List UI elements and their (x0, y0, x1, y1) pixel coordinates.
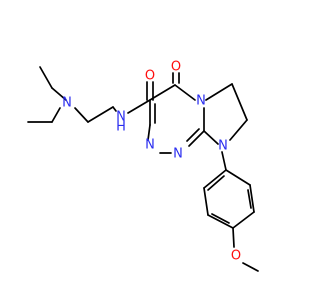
bond (149, 84, 176, 101)
bond (51, 87, 67, 101)
bond (74, 107, 89, 123)
bond (242, 262, 259, 272)
bond-layer (27, 66, 259, 272)
amine-nitrogen: N (62, 96, 72, 111)
molecule-structure: N N H O O N N N N O (27, 60, 259, 272)
ring-nitrogen-aryl: N (218, 139, 228, 154)
ketone-oxygen: O (171, 60, 181, 75)
bond (188, 130, 205, 147)
bond (51, 107, 61, 123)
amide-oxygen: O (145, 69, 155, 84)
bond (211, 213, 230, 224)
atom-label: N (218, 139, 228, 154)
atom-label: N (145, 138, 155, 153)
ring-nitrogen-b: N (145, 138, 155, 153)
bond (147, 124, 151, 141)
bond (229, 119, 248, 141)
bond (221, 151, 227, 171)
atom-label: N (196, 94, 206, 109)
atom-label: H (116, 120, 126, 135)
bond (174, 84, 196, 101)
bond (203, 130, 219, 145)
bond (112, 106, 117, 112)
atom-label-layer: N N H O O N N N N O (62, 60, 241, 264)
amide-nitrogen: N H (116, 110, 126, 135)
bond (205, 83, 233, 101)
atom-label: O (231, 249, 241, 264)
atom-label: N (62, 96, 72, 111)
atom-label: O (145, 69, 155, 84)
bond (203, 169, 227, 189)
atom-label: N (173, 147, 183, 162)
bond (203, 187, 209, 216)
atom-label: O (171, 60, 181, 75)
atom-label: N (116, 110, 126, 125)
bond (232, 211, 255, 229)
ring-nitrogen-top: N (196, 94, 206, 109)
bond (127, 99, 151, 114)
bond (39, 66, 53, 89)
bond (247, 189, 252, 209)
bond (249, 184, 255, 213)
bond (87, 106, 114, 123)
bond (225, 169, 251, 186)
bond (207, 214, 234, 229)
bond (207, 175, 225, 191)
bond (186, 128, 200, 142)
ring-nitrogen-a: N (173, 147, 183, 162)
ether-oxygen: O (231, 249, 241, 264)
bond (232, 227, 235, 248)
bond (231, 83, 248, 121)
